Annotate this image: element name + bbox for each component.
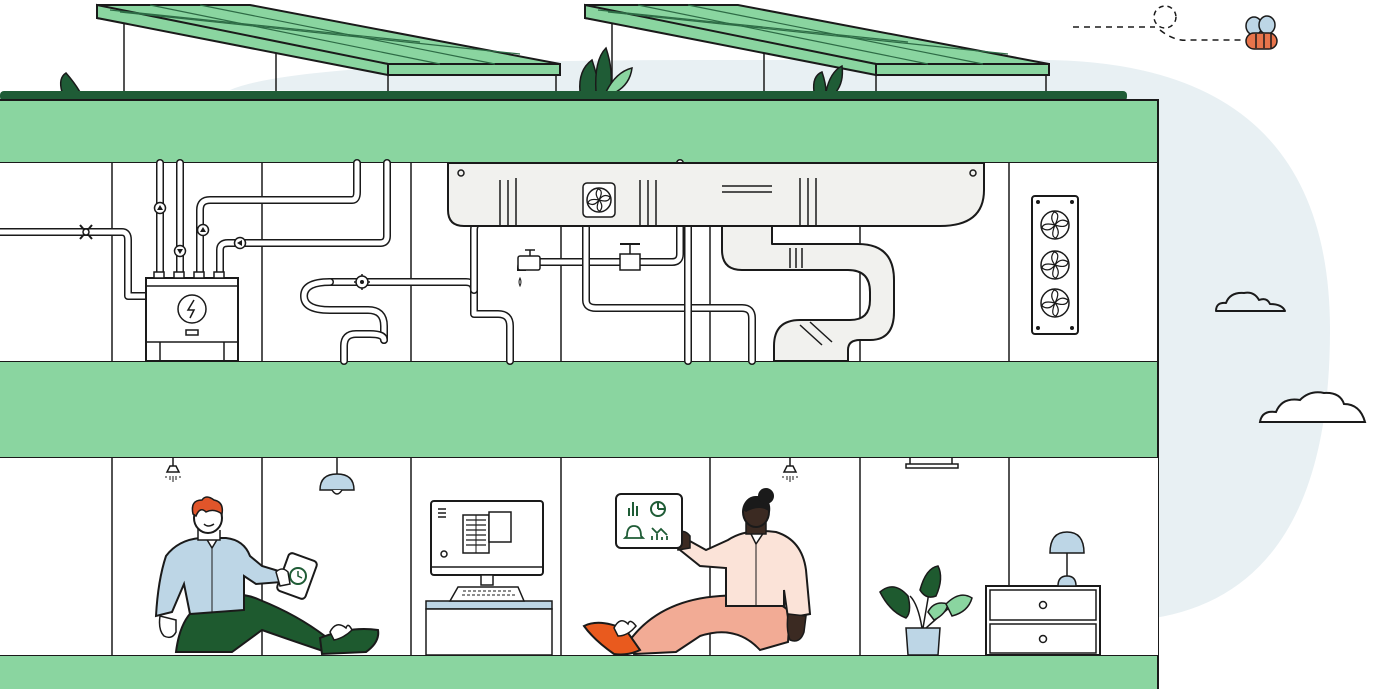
- butterfly-valve-icon: [79, 224, 93, 240]
- tablet-icon: [276, 552, 318, 600]
- fan-icon: [582, 182, 616, 218]
- flow-arrow-icon: [196, 223, 210, 237]
- ground-slab: [0, 654, 1159, 689]
- exhaust-fan-unit: [1031, 195, 1079, 335]
- fan-icon: [1040, 210, 1070, 240]
- sprinkler-icon: [165, 458, 181, 482]
- roof-plant: [59, 72, 82, 93]
- dashboard-tablet-icon: [615, 493, 683, 549]
- solar-panel-icon: [96, 3, 561, 92]
- desk: [425, 600, 553, 656]
- valve-icon: [619, 243, 641, 271]
- pipe-network: [0, 159, 756, 365]
- cloud-icon: [1258, 391, 1367, 423]
- flow-arrow-icon: [173, 244, 187, 258]
- fan-icon: [1040, 250, 1070, 280]
- roof-plant: [812, 64, 844, 93]
- cloud-icon: [1215, 291, 1286, 312]
- bee-flight-path: [1073, 5, 1245, 42]
- middle-slab: [0, 360, 1159, 459]
- person-man: [154, 496, 380, 656]
- flow-arrow-icon: [153, 201, 167, 215]
- roof-deck: [0, 91, 1127, 101]
- sprinkler-icon: [782, 458, 798, 482]
- ceiling-light-icon: [905, 458, 959, 469]
- flow-arrow-icon: [233, 236, 247, 250]
- nightstand-icon: [985, 585, 1101, 656]
- heat-pump-icon: [145, 271, 239, 362]
- faucet-icon: [516, 249, 541, 288]
- potted-plant-icon: [879, 565, 973, 656]
- table-lamp-icon: [1049, 531, 1085, 587]
- roof-slab: [0, 99, 1159, 164]
- gear-valve-icon: [354, 274, 370, 290]
- roof-plant: [579, 46, 633, 93]
- solar-panel-icon: [584, 3, 1050, 92]
- desktop-computer-icon: [430, 500, 544, 602]
- fan-icon: [1040, 288, 1070, 318]
- pendant-lamp-icon: [319, 458, 355, 495]
- person-woman: [582, 488, 812, 656]
- ventilation-duct-icon: [447, 162, 985, 362]
- sky-blob: [230, 60, 1330, 620]
- bee-icon: [1245, 15, 1278, 50]
